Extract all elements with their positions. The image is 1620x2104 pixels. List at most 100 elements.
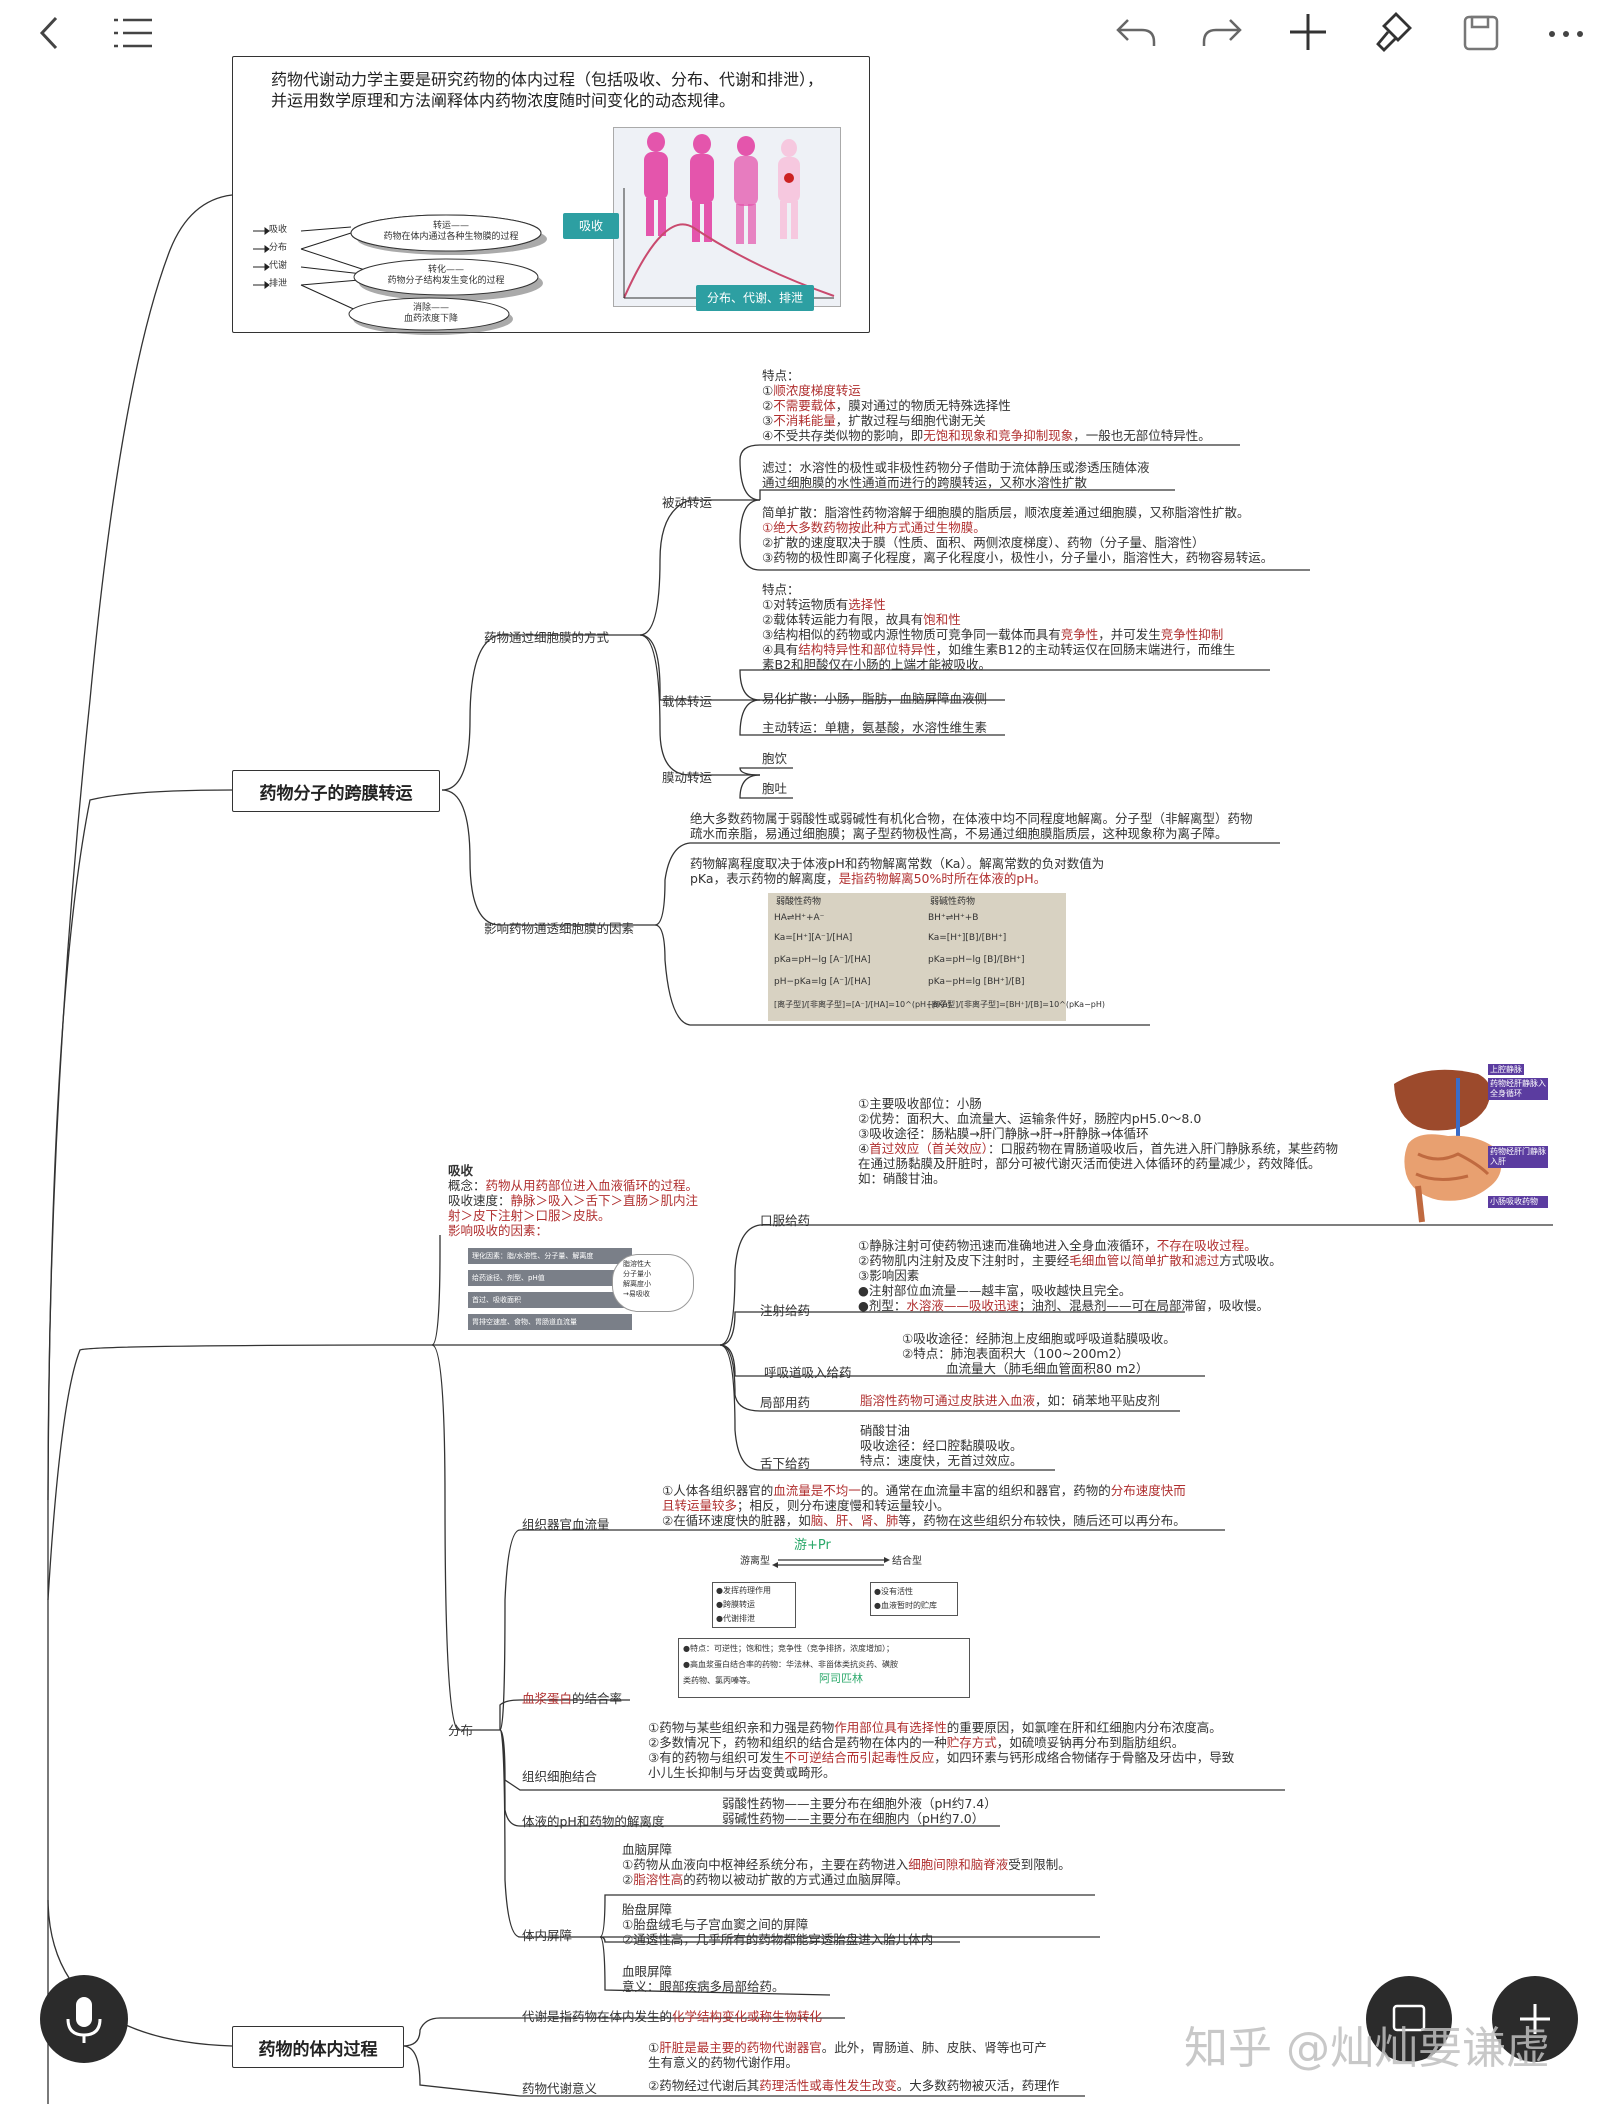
branch-plasma-protein[interactable]: 血浆蛋白的结合率 xyxy=(522,1691,623,1706)
plus-icon xyxy=(1290,14,1326,50)
label-absorb: 吸收 xyxy=(563,213,619,239)
pk-body-figure xyxy=(613,127,841,307)
inhalation-details: ①吸收途径：经肺泡上皮细胞或呼吸道黏膜吸收。 ②特点：肺泡表面积大（100~20… xyxy=(902,1331,1176,1376)
free-form-box: ●发挥药理作用 ●跨膜转运 ●代谢排泄 xyxy=(712,1582,796,1628)
factor-row-1: 理化因素：脂/水溶性、分子量、解离度 xyxy=(468,1248,632,1264)
back-button[interactable] xyxy=(36,12,66,54)
liver-intestine-illustration xyxy=(1394,1069,1502,1223)
membrane-exocytosis: 胞吐 xyxy=(762,781,788,796)
formula-base-5: [离子型]/[非离子型]=[BH⁺]/[B]=10^(pKa−pH) xyxy=(928,1000,1105,1009)
branch-tissue-binding[interactable]: 组织细胞结合 xyxy=(522,1769,598,1784)
more-button[interactable] xyxy=(1546,24,1586,44)
list-icon xyxy=(114,18,152,48)
factor-row-2: 给药途径、剂型、pH值 xyxy=(468,1270,632,1286)
absorption-summary: 吸收 概念：药物从用药部位进入血液循环的过程。 吸收速度：静脉＞吸入＞舌下＞直肠… xyxy=(448,1163,699,1238)
save-button[interactable] xyxy=(1462,14,1500,52)
bound-form-label: 结合型 xyxy=(892,1556,922,1567)
branch-body-barriers[interactable]: 体内屏障 xyxy=(522,1928,573,1943)
formula-acid-2: Ka=[H⁺][A⁻]/[HA] xyxy=(774,933,853,943)
redo-button[interactable] xyxy=(1200,14,1244,52)
floating-button-1[interactable] xyxy=(1366,1976,1452,2062)
passive-simple-diffusion: 简单扩散：脂溶性药物溶解于细胞膜的脂质层，顺浓度差通过细胞膜，又称脂溶性扩散。 … xyxy=(762,505,1274,565)
body-concentration-illustration xyxy=(614,128,840,306)
item-dist: 分布 xyxy=(269,243,288,253)
item-metab: 代谢 xyxy=(269,261,288,271)
branch-permeability-factors[interactable]: 影响药物通透细胞膜的因素 xyxy=(484,921,635,936)
bound-form-box: ●没有活性 ●血液暂时的贮库 xyxy=(870,1582,958,1616)
absorption-factor-table: 理化因素：脂/水溶性、分子量、解离度 给药途径、剂型、pH值 首过、吸收面积 胃… xyxy=(468,1246,632,1340)
branch-membrane-dynamic[interactable]: 膜动转运 xyxy=(662,770,713,785)
item-excrete: 排泄 xyxy=(269,279,288,289)
item-absorb: 吸收 xyxy=(269,225,288,235)
formula-acid-4: pH−pKa=lg [A⁻]/[HA] xyxy=(774,977,871,987)
voice-input-button[interactable] xyxy=(40,1975,128,2063)
format-button[interactable] xyxy=(1374,10,1414,54)
branch-distribution[interactable]: 分布 xyxy=(448,1723,474,1738)
bbb-details: 血脑屏障 ①药物从血液向中枢神经系统分布，主要在药物进入细胞间隙和脑脊液受到限制… xyxy=(622,1842,1071,1887)
ionization-formula-figure: 弱酸性药物 弱碱性药物 HA⇌H⁺+A⁻ Ka=[H⁺][A⁻]/[HA] pK… xyxy=(768,893,1105,1021)
passive-features: 特点： ①顺浓度梯度转运 ②不需要载体，膜对通过的物质无特殊选择性 ③不消耗能量… xyxy=(762,368,1211,443)
redo-icon xyxy=(1202,19,1242,46)
topical-details: 脂溶性药物可通过皮肤进入血液，如：硝苯地平贴皮剂 xyxy=(860,1393,1161,1408)
factor-row-3: 首过、吸收面积 xyxy=(468,1292,632,1308)
add-node-icon xyxy=(1520,2004,1550,2034)
carrier-features: 特点： ①对转运物质有选择性 ②载体转运能力有限，故具有饱和性 ③结构相似的药物… xyxy=(762,582,1236,672)
liver-label-2: 药物经肝静脉入全身循环 xyxy=(1488,1078,1548,1100)
protein-binding-note: ●特点：可逆性；饱和性；竞争性（竞争排挤，浓度增加）； ●高血浆蛋白结合率的药物… xyxy=(678,1638,970,1698)
zhihu-watermark: 知乎 @灿灿要谦虚 xyxy=(1184,2023,1550,2074)
oval-transport: 转运—— 药物在体内通过各种生物膜的过程 xyxy=(383,221,519,242)
liver-label-4: 小肠吸收药物 xyxy=(1488,1196,1548,1208)
absorption-cloud-note: 脂溶性大 分子量小 解离度小 →易吸收 xyxy=(612,1254,694,1312)
outline-button[interactable] xyxy=(112,14,154,52)
formula-base-1: BH⁺⇌H⁺+B xyxy=(928,913,979,923)
liver-label-3: 药物经肝门静脉入肝 xyxy=(1488,1146,1548,1168)
handwritten-note-pr: 游+Pr xyxy=(794,1538,831,1553)
branch-topical[interactable]: 局部用药 xyxy=(760,1395,811,1410)
floating-button-2[interactable] xyxy=(1492,1976,1578,2062)
sublingual-details: 硝酸甘油 吸收途径：经口腔黏膜吸收。 特点：速度快，无首过效应。 xyxy=(860,1423,1023,1468)
undo-button[interactable] xyxy=(1114,14,1158,52)
injection-details: ①静脉注射可使药物迅速而准确地进入全身血液循环，不存在吸收过程。 ②药物肌内注射… xyxy=(858,1238,1282,1313)
formula-acid-5: [离子型]/[非离子型]=[A⁻]/[HA]=10^(pH−pKa) xyxy=(774,1000,951,1009)
liver-circulation-figure: 上腔静脉 药物经肝静脉入全身循环 药物经肝门静脉入肝 小肠吸收药物 xyxy=(1388,1064,1548,1223)
branch-metabolism-meaning[interactable]: 药物代谢意义 xyxy=(522,2081,598,2096)
formula-acid-1: HA⇌H⁺+A⁻ xyxy=(774,913,825,923)
branch-inhalation[interactable]: 呼吸道吸入给药 xyxy=(764,1365,852,1380)
chevron-left-icon xyxy=(39,16,58,50)
brush-icon xyxy=(1376,12,1412,52)
factor-row-4: 胃排空速度、食物、胃肠道血流量 xyxy=(468,1314,632,1330)
topic-membrane-transport[interactable]: 药物分子的跨膜转运 xyxy=(232,770,440,812)
branch-ph-ionization[interactable]: 体液的pH和药物的解离度 xyxy=(522,1814,665,1829)
branch-membrane-methods[interactable]: 药物通过细胞膜的方式 xyxy=(484,630,610,645)
oval-eliminate: 消除—— 血药浓度下降 xyxy=(403,303,458,324)
oral-details: ①主要吸收部位：小肠 ②优势：面积大、血流量大、运输条件好，肠腔内pH5.0～8… xyxy=(858,1096,1338,1186)
branch-blood-flow[interactable]: 组织器官血流量 xyxy=(522,1517,610,1532)
blood-flow-details: ①人体各组织器官的血流量是不均一的。通常在血流量丰富的组织和器官，药物的分布速度… xyxy=(662,1483,1186,1528)
branch-sublingual[interactable]: 舌下给药 xyxy=(760,1456,811,1471)
intro-diagram-left: 吸收 分布 代谢 排泄 转运—— 药物在体内通过各种生物膜的过程 转化—— 药物… xyxy=(251,157,551,335)
factor-ion-trapping: 绝大多数药物属于弱酸性或弱碱性有机化合物，在体液中均不同程度地解离。分子型（非解… xyxy=(690,811,1253,841)
more-icon xyxy=(1549,31,1583,37)
ph-details: 弱酸性药物——主要分布在细胞外液（pH约7.4） 弱碱性药物——主要分布在细胞内… xyxy=(722,1796,997,1826)
placenta-details: 胎盘屏障 ①胎盘绒毛与子宫血窦之间的屏障 ②通透性高，几乎所有的药物都能穿透胎盘… xyxy=(622,1902,934,1947)
carrier-facilitated: 易化扩散：小肠，脂肪，血脑屏障血液侧 xyxy=(762,691,988,706)
label-dist-metab-excrete: 分布、代谢、排泄 xyxy=(696,285,814,311)
liver-label-1: 上腔静脉 xyxy=(1488,1064,1524,1075)
formula-acid-title: 弱酸性药物 xyxy=(776,897,822,907)
add-button[interactable] xyxy=(1288,12,1328,52)
intro-text: 药物代谢动力学主要是研究药物的体内过程（包括吸收、分布、代谢和排泄），并运用数学… xyxy=(271,70,824,110)
intro-box: 药物代谢动力学主要是研究药物的体内过程（包括吸收、分布、代谢和排泄），并运用数学… xyxy=(232,56,870,335)
formula-base-title: 弱碱性药物 xyxy=(930,897,976,907)
branch-oral[interactable]: 口服给药 xyxy=(760,1213,811,1228)
tissue-binding-details: ①药物与某些组织亲和力强是药物作用部位具有选择性的重要原因，如氯喹在肝和红细胞内… xyxy=(648,1720,1235,1780)
branch-passive-transport[interactable]: 被动转运 xyxy=(662,495,713,510)
undo-icon xyxy=(1116,19,1156,46)
intro-arrows xyxy=(253,214,547,335)
branch-carrier-transport[interactable]: 载体转运 xyxy=(662,694,713,709)
eye-barrier-details: 血眼屏障 意义：眼部疾病多局部给药。 xyxy=(622,1964,785,1994)
equilibrium-arrows xyxy=(772,1557,890,1568)
metabolism-meaning-details: ①肝脏是最主要的药物代谢器官。此外，胃肠道、肺、皮肤、肾等也可产 生有意义的药物… xyxy=(648,2040,1060,2093)
topic-in-vivo-process[interactable]: 药物的体内过程 xyxy=(232,2026,404,2068)
branch-injection[interactable]: 注射给药 xyxy=(760,1303,811,1318)
